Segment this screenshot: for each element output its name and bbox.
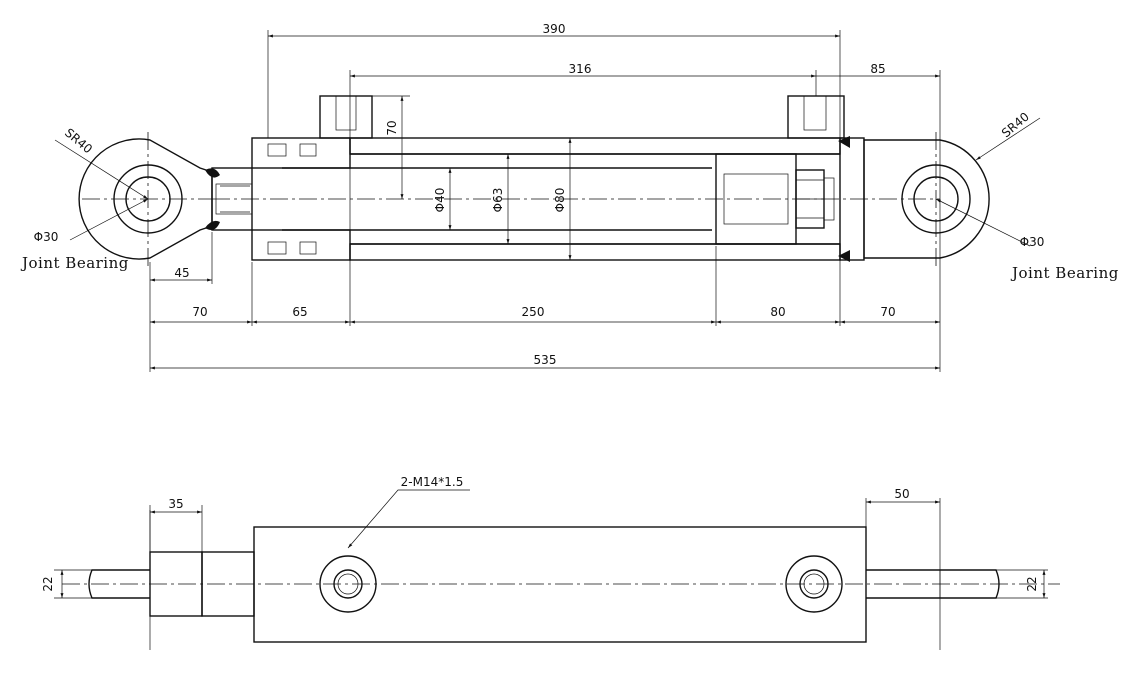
dim-80: 80 [770,305,785,319]
dim-250: 250 [522,305,545,319]
left-stub-shaft [88,510,255,650]
port-thread-callout: 2-M14*1.5 [401,475,464,489]
dim-22-right: 22 [1025,576,1039,591]
port-left [319,95,373,139]
dim-390: 390 [543,22,566,36]
dim-phi80: Φ80 [553,188,567,213]
right-rod-eye [863,132,990,268]
port-1 [319,555,377,613]
dim-50: 50 [894,487,909,501]
dim-sr40-left: SR40 [62,126,95,157]
top-view: 390 316 85 70 45 70 65 250 80 70 535 Φ40… [20,22,1119,372]
cylinder-body [253,526,867,643]
joint-bearing-label-right: Joint Bearing [1010,264,1119,282]
dim-sr40-right: SR40 [999,110,1032,141]
dim-535: 535 [534,353,557,367]
piston-rod [212,167,940,231]
bottom-view: 35 50 22 22 2-M14*1.5 [41,475,1060,650]
port-right [787,95,845,139]
dim-70-port: 70 [385,120,399,135]
extension-lines [149,30,941,372]
dim-35: 35 [168,497,183,511]
piston [715,153,835,245]
dim-70-right: 70 [880,305,895,319]
joint-bearing-label-left: Joint Bearing [20,254,129,272]
dim-316: 316 [569,62,592,76]
dim-70-left: 70 [192,305,207,319]
dim-85: 85 [870,62,885,76]
left-rod-eye [78,132,220,268]
dim-22-left: 22 [41,576,55,591]
port-2 [785,555,843,613]
dim-phi40: Φ40 [433,188,447,213]
dim-phi63: Φ63 [491,188,505,213]
dimension-lines [54,34,1041,370]
dim-phi30-left: Φ30 [34,230,59,244]
dim-phi30-right: Φ30 [1020,235,1045,249]
dim-65: 65 [292,305,307,319]
dim-45: 45 [174,266,189,280]
